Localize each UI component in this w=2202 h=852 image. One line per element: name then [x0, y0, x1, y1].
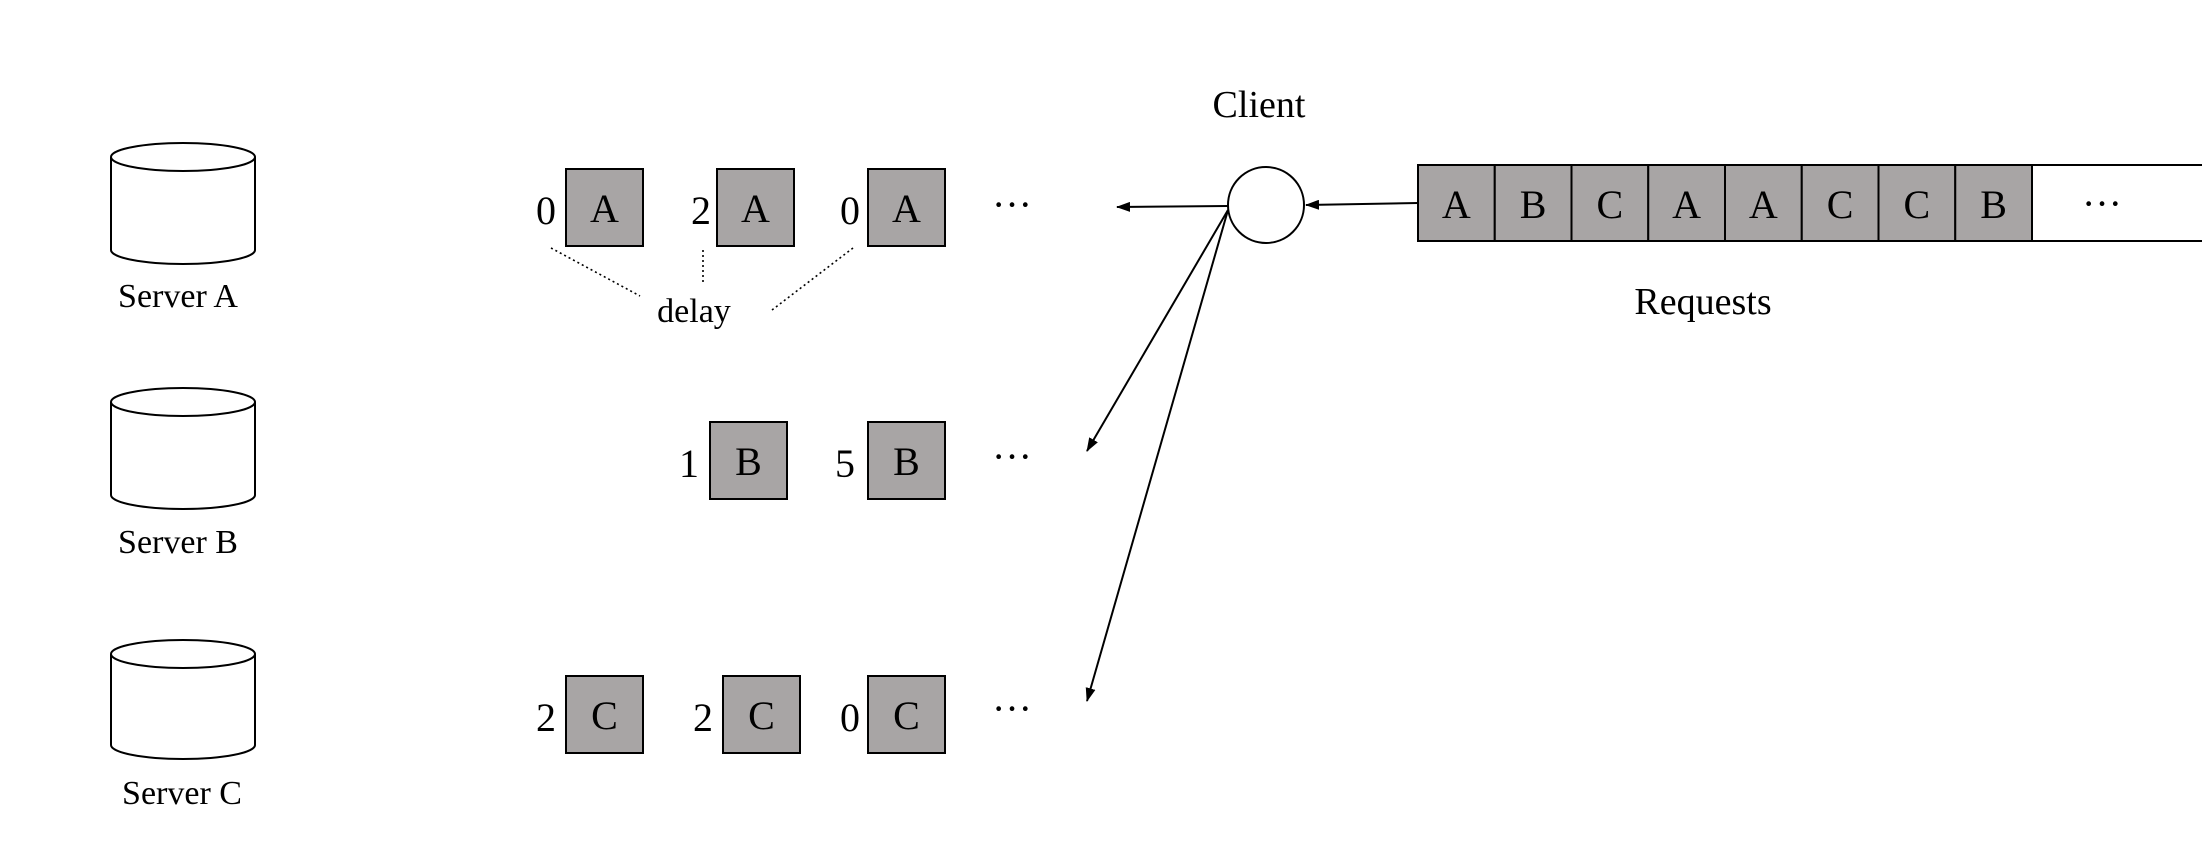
request-box [867, 675, 946, 754]
delay-label: delay [657, 293, 731, 330]
request-cell [1570, 164, 1650, 242]
queue-item: 0 C [840, 675, 946, 754]
request-cell [1724, 164, 1803, 242]
requests-queue: A B C A A C C B ··· Requests [1417, 164, 2202, 323]
delay-pointer [550, 247, 641, 297]
delay-annotation: delay [550, 247, 854, 330]
request-cell [1417, 164, 1496, 242]
request-cell-letter: A [1442, 182, 1471, 227]
request-letter: A [741, 186, 770, 231]
ellipsis: ··· [2082, 181, 2122, 226]
arrow-client-to-queue-c [1085, 209, 1229, 702]
client-node [1227, 166, 1305, 244]
ellipsis: ··· [992, 182, 1032, 227]
delay-value: 0 [536, 188, 556, 233]
request-cell-letter: B [1520, 182, 1547, 227]
queue-item: 5 B [835, 421, 946, 500]
queue-server-c: 2 C 2 C 0 C ··· [536, 675, 1032, 754]
request-cell [1877, 164, 1957, 242]
request-letter: C [748, 693, 775, 738]
client: Client [1213, 84, 1306, 244]
request-cell-letter: B [1980, 182, 2007, 227]
request-cell [1493, 164, 1573, 242]
ellipsis: ··· [992, 434, 1032, 479]
request-box [722, 675, 801, 754]
delay-value: 5 [835, 441, 855, 486]
queue-item: 0 A [840, 168, 946, 247]
server-c-label: Server C [122, 775, 242, 812]
queue-server-a: 0 A 2 A 0 A ··· [536, 168, 1032, 247]
delay-value: 0 [840, 695, 860, 740]
request-box [867, 421, 946, 500]
arrow-requests-to-client [1305, 199, 1419, 210]
server-b-label: Server B [118, 524, 238, 561]
request-letter: C [591, 693, 618, 738]
delay-value: 0 [840, 188, 860, 233]
arrow-client-to-queue-a [1116, 201, 1229, 212]
queue-item: 2 C [693, 675, 801, 754]
queue-item: 2 A [691, 168, 795, 247]
request-cell-letter: A [1672, 182, 1701, 227]
delay-pointer [771, 247, 854, 311]
request-cell [1800, 164, 1880, 242]
client-label: Client [1213, 84, 1306, 126]
ellipsis: ··· [992, 686, 1032, 731]
delay-value: 2 [691, 188, 711, 233]
delay-value: 2 [536, 695, 556, 740]
request-letter: B [893, 439, 920, 484]
server-b: Server B [110, 387, 256, 561]
server-a: Server A [110, 142, 256, 315]
server-a-label: Server A [118, 278, 238, 315]
request-cell-letter: C [1597, 182, 1624, 227]
queue-server-b: 1 B 5 B ··· [679, 421, 1032, 500]
requests-label: Requests [1634, 281, 1771, 323]
queue-item: 2 C [536, 675, 644, 754]
request-cell-letter: C [1827, 182, 1854, 227]
request-letter: A [590, 186, 619, 231]
database-icon [110, 142, 256, 265]
queue-item: 0 A [536, 168, 644, 247]
request-cell [1954, 164, 2033, 242]
request-box [565, 675, 644, 754]
delay-value: 1 [679, 441, 699, 486]
database-icon [110, 639, 256, 760]
delay-value: 2 [693, 695, 713, 740]
arrow-client-to-queue-b [1086, 209, 1229, 452]
request-box [565, 168, 644, 247]
queue-item: 1 B [679, 421, 788, 500]
database-icon [110, 387, 256, 510]
request-box [716, 168, 795, 247]
server-c: Server C [110, 639, 256, 812]
request-box [867, 168, 946, 247]
request-cell-letter: A [1749, 182, 1778, 227]
request-cell-letter: C [1904, 182, 1931, 227]
request-letter: C [893, 693, 920, 738]
request-letter: A [892, 186, 921, 231]
request-box [709, 421, 788, 500]
request-letter: B [735, 439, 762, 484]
